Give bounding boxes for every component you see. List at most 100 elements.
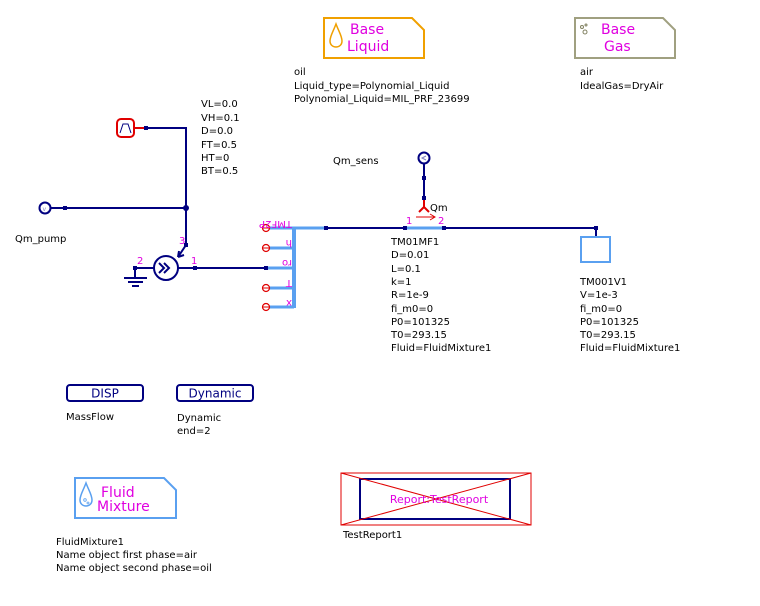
junction-dot [183,205,189,211]
pipe-param: P0=101325 [391,317,450,328]
report-param: TestReport1 [342,530,402,541]
voltage-probe-icon [417,151,431,165]
volume-pin [594,226,598,230]
pipe-port-1: 1 [406,216,412,227]
flow-sensor-icon [418,200,430,213]
base-gas-title-1: Base [601,22,635,38]
double-chevron-icon [158,262,171,274]
tmf2p-port-label: h [286,237,292,248]
pulse-param: VH=0.1 [201,113,240,124]
droplet-icon [329,21,343,48]
report-cross-line [340,472,532,526]
pipe-param: fi_m0=0 [391,304,433,315]
dynamic-frame [176,384,254,402]
pulse-source-params: VL=0.0 VH=0.1 D=0.0 FT=0.5 HT=0 BT=0.5 [201,99,240,177]
volume-param: V=1e-3 [580,290,618,301]
tmf2p-out-pin [324,226,328,230]
base-liquid-title-2: Liquid [347,39,389,55]
terminal-ticks [262,227,270,308]
tmf2p-port-label: T [285,277,293,288]
pump-component[interactable] [153,255,179,281]
pipe-param: L=0.1 [391,264,421,275]
volume-param: T0=293.15 [579,330,636,341]
pulse-param: HT=0 [201,153,229,164]
volume-params: TM001V1 V=1e-3 fi_m0=0 P0=101325 T0=293.… [579,277,680,354]
base-gas-param: IdealGas=DryAir [580,81,664,92]
tmf2p-port-label: ro [282,257,292,268]
pump-pin-1 [193,266,197,270]
bubble [83,498,87,502]
bubble [86,501,90,505]
qm-sens-probe[interactable] [417,151,431,165]
volume-param: TM001V1 [579,277,627,288]
pipe-param: R=1e-9 [391,290,429,301]
base-gas-component[interactable]: Base Gas [574,17,676,59]
probe-glyph [420,155,427,161]
qm-probe-label: Qm [430,203,448,214]
qm-pump-pin [63,206,67,210]
pump-port-3: 3 [179,236,185,247]
base-gas-frame [574,17,676,59]
fluid-mixture-title-2: Mixture [97,499,150,515]
base-liquid-frame [323,17,425,59]
dynamic-button[interactable]: Dynamic [176,384,254,402]
volume-param: P0=101325 [580,317,639,328]
qm-pump-source[interactable]: v [38,201,52,215]
disp-param: MassFlow [66,412,114,423]
pipe-params: TM01MF1 D=0.01 L=0.1 k=1 R=1e-9 fi_m0=0 … [390,237,491,354]
pulse-param: FT=0.5 [201,140,237,151]
report-component[interactable]: Report:TestReport [340,472,532,526]
pipe-param: T0=293.15 [390,330,447,341]
pipe-param: D=0.01 [391,250,429,261]
control-arrow-icon [177,250,185,258]
pulse-source-frame [116,118,135,138]
volume-param: Fluid=FluidMixture1 [580,343,680,354]
tmf2p-port-label: x [286,297,292,308]
base-liquid-title-1: Base [350,22,384,38]
dynamic-label: Dynamic [189,387,242,401]
trapezoid-pulse-icon [119,123,132,134]
pipe-port-2: 2 [438,216,444,227]
qm-sens-pin [422,176,426,180]
fluid-mixture-component[interactable]: Fluid Mixture [74,477,177,519]
fluid-mixture-param: Name object first phase=air [56,550,198,561]
v-glyph: v [43,206,47,213]
disp-label: DISP [91,387,119,401]
disp-button[interactable]: DISP [66,384,144,402]
pipe-pin-1 [403,226,407,230]
pulse-param: D=0.0 [201,126,233,137]
disp-frame [66,384,144,402]
pulse-to-pump-wire [146,127,187,245]
pulse-param: VL=0.0 [201,99,238,110]
fluid-mixture-title-1: Fluid [101,485,135,501]
fluid-mixture-frame [74,477,177,519]
qm-pump-label: Qm_pump [15,234,66,245]
pipe-component[interactable]: 1 2 [403,213,446,230]
base-liquid-param: oil [294,67,306,78]
pulse-source-component[interactable] [116,118,135,138]
qm-sens-pin [422,196,426,200]
volume-icon [580,236,611,263]
dynamic-param: end=2 [177,426,211,437]
fluid-mixture-param: Name object second phase=oil [56,563,212,574]
volume-param: fi_m0=0 [580,304,622,315]
flow-direction-arrow-icon [416,213,436,221]
gas-bubbles-icon [580,23,588,35]
pump-pin-3 [184,243,188,247]
ground-icon [124,268,147,287]
base-liquid-param: Polynomial_Liquid=MIL_PRF_23699 [294,94,470,105]
pipe-param: Fluid=FluidMixture1 [391,343,491,354]
base-liquid-component[interactable]: Base Liquid [323,17,425,59]
base-gas-param: air [580,67,594,78]
tmf2p-component[interactable]: TMF2P h ro T x [259,218,326,312]
dynamic-param: Dynamic [177,413,221,424]
pump-port-1: 1 [191,256,197,267]
base-liquid-param: Liquid_type=Polynomial_Liquid [294,81,449,92]
volume-component[interactable] [580,236,611,263]
pump-icon [153,255,179,281]
voltage-source-icon [38,201,52,215]
tmf2p-title: TMF2P [259,218,293,229]
pipe-param: TM01MF1 [390,237,439,248]
report-inner-frame [359,478,511,520]
